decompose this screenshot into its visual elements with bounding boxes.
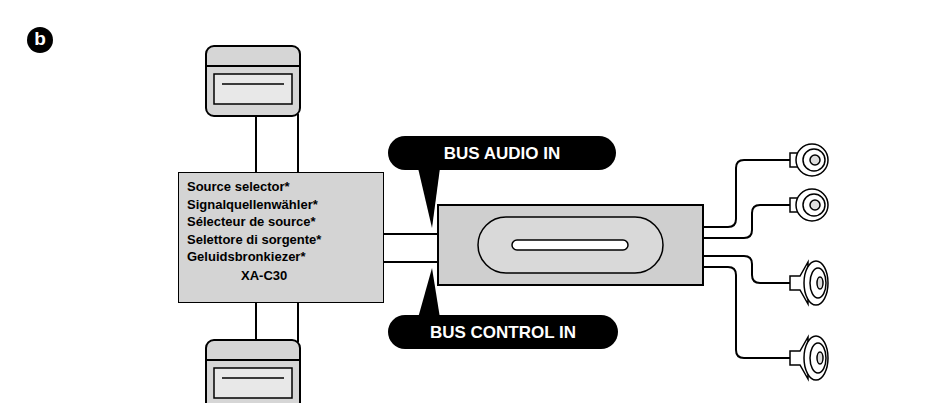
tweeter-speaker (790, 189, 828, 221)
speaker-wire (703, 267, 790, 358)
part-name: Selettore di sorgente* (187, 231, 375, 249)
tweeter-speaker (790, 144, 828, 176)
part-name: Geluidsbronkiezer* (187, 248, 375, 266)
signal-name: BUS CONTROL IN (430, 324, 576, 341)
speaker-wire (703, 256, 790, 283)
callout-pointer (418, 268, 440, 318)
bus-audio-cable (384, 233, 438, 235)
bus-cable (255, 303, 257, 342)
source-selector-box: Source selector*Signalquellenwähler*Séle… (178, 172, 384, 303)
part-name: Source selector* (187, 178, 375, 196)
cd-changer (206, 46, 300, 116)
speaker-wire (703, 205, 792, 238)
woofer-speaker (790, 261, 828, 305)
speaker-wire (703, 160, 792, 227)
part-name: XA-C30 (187, 267, 375, 285)
bus-cable (297, 114, 299, 173)
callout-pill: BUS AUDIO IN (388, 136, 616, 170)
callout-pointer (418, 168, 440, 228)
panel-letter: b (27, 27, 53, 53)
main-unit (438, 205, 703, 285)
bus-cable (297, 303, 299, 342)
bus-cable (255, 114, 257, 173)
woofer-speaker (790, 336, 828, 380)
signal-name: BUS AUDIO IN (444, 145, 561, 162)
callout-pill: BUS CONTROL IN (388, 315, 618, 349)
part-name: Sélecteur de source* (187, 213, 375, 231)
bus-control-cable (384, 261, 438, 263)
part-name: Signalquellenwähler* (187, 196, 375, 214)
cd-changer (206, 340, 300, 403)
